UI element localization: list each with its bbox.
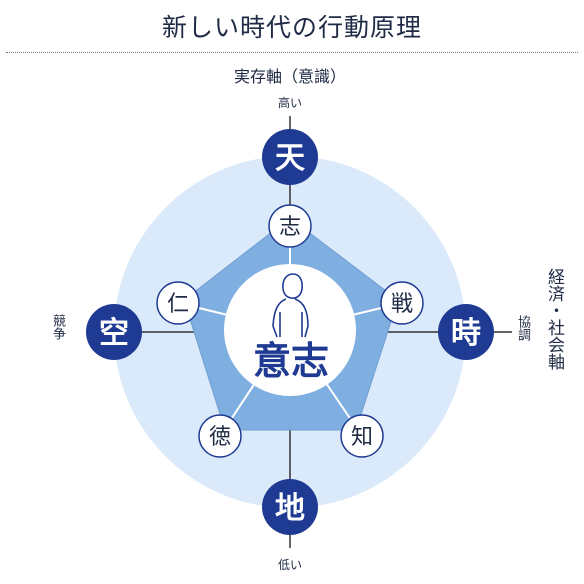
pole-circle-left bbox=[86, 304, 142, 360]
pole-top: 天 bbox=[275, 141, 305, 176]
pole-circle-top bbox=[262, 129, 318, 185]
vertical-axis-high-label: 高い bbox=[277, 96, 302, 110]
pole-circle-bottom bbox=[262, 479, 318, 535]
pole-circle-right bbox=[438, 304, 494, 360]
virtue-upper-right: 戦 bbox=[391, 292, 413, 317]
pole-bottom: 地 bbox=[275, 491, 305, 526]
virtue-top: 志 bbox=[279, 215, 301, 240]
pole-left: 空 bbox=[99, 316, 129, 351]
virtue-lower-left: 徳 bbox=[209, 425, 231, 450]
pole-right: 時 bbox=[451, 316, 481, 351]
virtue-circle-lower-left bbox=[198, 414, 242, 458]
virtue-circle-top bbox=[268, 204, 312, 248]
virtue-circle-lower-right bbox=[340, 414, 384, 458]
center-circle bbox=[224, 264, 356, 396]
horizontal-axis-left-label: 競争 bbox=[50, 314, 65, 340]
virtue-upper-left: 仁 bbox=[167, 292, 189, 317]
center-label: 意志 bbox=[253, 338, 329, 383]
vertical-axis-name: 実存軸（意識） bbox=[233, 67, 346, 86]
virtue-circle-upper-left bbox=[156, 281, 200, 325]
vertical-axis-low-label: 低い bbox=[277, 558, 302, 572]
page-title: 新しい時代の行動原理 bbox=[161, 13, 422, 42]
horizontal-axis-name: 経済・社会軸 bbox=[544, 268, 564, 370]
title-divider bbox=[6, 52, 578, 53]
virtue-circle-upper-right bbox=[380, 281, 424, 325]
person-icon bbox=[272, 273, 309, 338]
virtue-lower-right: 知 bbox=[351, 425, 373, 450]
horizontal-axis-right-label: 協調 bbox=[515, 315, 530, 341]
